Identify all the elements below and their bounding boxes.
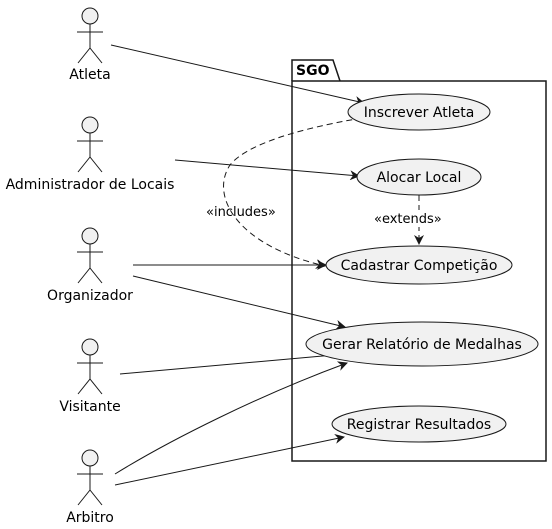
actor-label: Administrador de Locais bbox=[6, 177, 175, 193]
use-case-ellipse[interactable] bbox=[347, 93, 491, 131]
extends-label-background bbox=[372, 210, 444, 227]
use-case-inscrever[interactable]: Inscrever Atleta bbox=[347, 93, 491, 131]
use-case-ellipse[interactable] bbox=[305, 321, 539, 367]
associations bbox=[110, 44, 365, 486]
dependency-includes bbox=[223, 117, 363, 269]
stick-figure-icon bbox=[77, 338, 103, 395]
association-visitante-relatorio bbox=[119, 349, 346, 375]
use-case-label: Alocar Local bbox=[377, 170, 462, 186]
system-name: SGO bbox=[296, 63, 330, 79]
use-case-label: Gerar Relatório de Medalhas bbox=[322, 337, 522, 353]
use-case-alocar[interactable]: Alocar Local bbox=[356, 158, 482, 196]
use-case-relatorio[interactable]: Gerar Relatório de Medalhas bbox=[305, 321, 539, 367]
actor-label: Atleta bbox=[69, 67, 110, 83]
use-case-ellipse[interactable] bbox=[325, 245, 513, 285]
actor-administrador-de-locais[interactable]: Administrador de Locais bbox=[6, 116, 175, 193]
actor-organizador[interactable]: Organizador bbox=[47, 227, 133, 304]
actor-atleta[interactable]: Atleta bbox=[69, 7, 111, 83]
package-tab bbox=[291, 59, 341, 82]
includes-label: «includes» bbox=[206, 205, 276, 220]
stick-figure-icon bbox=[77, 449, 103, 506]
actor-visitante[interactable]: Visitante bbox=[59, 338, 121, 415]
association-atleta-inscrever bbox=[110, 44, 365, 106]
stick-figure-icon bbox=[77, 7, 103, 64]
use-case-cadastrar[interactable]: Cadastrar Competição bbox=[325, 245, 513, 285]
actor-label: Arbitro bbox=[66, 510, 114, 526]
actor-label: Organizador bbox=[47, 288, 133, 304]
actor-label: Visitante bbox=[59, 399, 120, 415]
use-case-label: Cadastrar Competição bbox=[341, 258, 498, 274]
association-admin-alocar bbox=[174, 159, 360, 181]
association-organizador-relatorio bbox=[132, 275, 346, 330]
use-case-label: Registrar Resultados bbox=[347, 417, 491, 433]
extends-label: «extends» bbox=[374, 212, 442, 227]
association-arbitro-relatorio bbox=[114, 361, 348, 475]
use-case-registrar[interactable]: Registrar Resultados bbox=[331, 405, 507, 443]
stick-figure-icon bbox=[77, 227, 103, 284]
use-case-ellipse[interactable] bbox=[356, 158, 482, 196]
use-case-label: Inscrever Atleta bbox=[364, 105, 475, 121]
actor-arbitro[interactable]: Arbitro bbox=[66, 449, 114, 526]
stick-figure-icon bbox=[77, 116, 103, 173]
use-case-ellipse[interactable] bbox=[331, 405, 507, 443]
association-arbitro-registrar bbox=[114, 433, 345, 486]
